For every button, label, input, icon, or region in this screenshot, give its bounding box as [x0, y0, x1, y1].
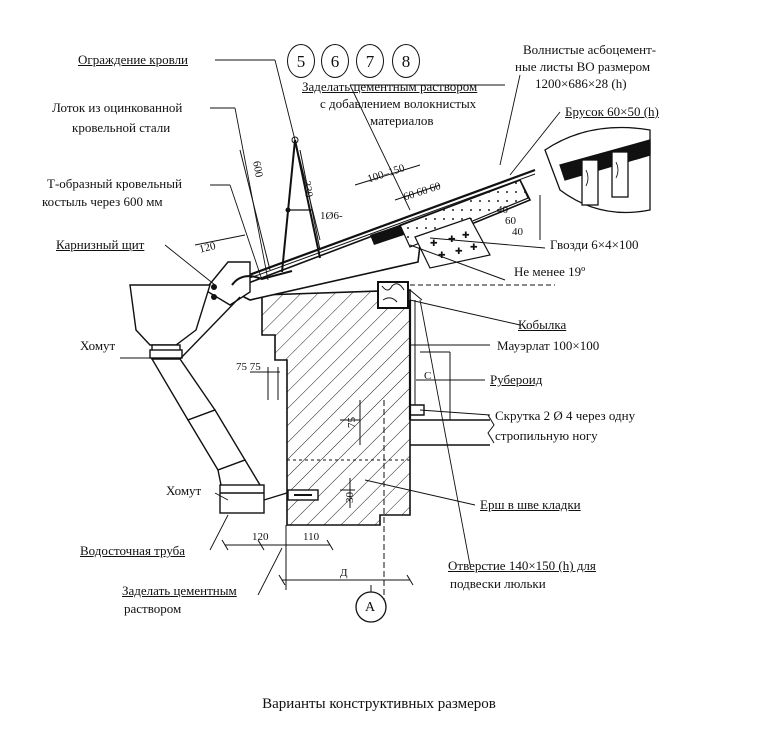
label-ruff: Ерш в шве кладки [480, 497, 581, 512]
dim-c: С [424, 370, 432, 382]
label-seal-fiber-line2: с добавлением волокнистых [320, 96, 477, 111]
bar-detail [544, 126, 651, 214]
label-nails: Гвозди 6×4×100 [550, 237, 639, 252]
figure-caption: Варианты конструктивных размеров [262, 696, 496, 712]
label-seal-fiber-line3: материалов [370, 113, 434, 128]
leader-lines [120, 59, 561, 596]
dim-110: 110 [303, 531, 320, 543]
label-bar: Брусок 60×50 (h) [565, 104, 659, 119]
label-crutch-line1: Т-образный кровельный [47, 176, 182, 191]
dim-d: Д [340, 567, 348, 579]
dim-40b: 40 [512, 226, 523, 238]
masonry-wall [261, 289, 411, 526]
label-gutter-line2: кровельной стали [72, 120, 171, 135]
dim-75-75: 75 75 [236, 361, 261, 373]
label-sheets-line1: Волнистые асбоцемент- [523, 42, 657, 57]
label-clamp-top: Хомут [80, 338, 116, 353]
dim-1o6: 1Ø6- [320, 210, 343, 222]
svg-text:✚: ✚ [438, 250, 446, 260]
label-seal-cement-line1: Заделать цементным [122, 583, 237, 598]
axis-marker-label: А [365, 600, 376, 615]
variant-circle-6: 6 [321, 44, 349, 78]
variant-circle-7: 7 [356, 44, 384, 78]
label-slope: Не менее 19º [514, 264, 586, 279]
dim-75: 75 [346, 417, 358, 428]
label-eaves-board: Карнизный щит [56, 237, 145, 252]
svg-text:✚: ✚ [448, 234, 456, 244]
label-seal-fiber-line1: Заделать цементным раствором [302, 79, 478, 94]
dimension-lines [194, 149, 555, 600]
dim-330: 330 [300, 180, 315, 199]
rafter-assembly: ✚✚✚ ✚✚✚ [227, 168, 536, 301]
label-hole-line1: Отверстие 140×150 (h) для [448, 558, 596, 573]
label-clamp-bottom: Хомут [166, 483, 202, 498]
floor-slab [410, 414, 495, 446]
svg-text:✚: ✚ [430, 238, 438, 248]
dim-40a: 40 [497, 204, 508, 216]
label-mauerlat: Мауэрлат 100×100 [497, 338, 600, 353]
svg-text:✚: ✚ [470, 242, 478, 252]
roof-fence [281, 136, 321, 273]
dim-120-bottom: 120 [252, 531, 269, 543]
downpipe [129, 284, 291, 514]
label-twist-line1: Скрутка 2 Ø 4 через одну [495, 408, 636, 423]
label-twist-line2: стропильную ногу [495, 428, 598, 443]
variant-circle-8: 8 [392, 44, 420, 78]
variant-circle-5: 5 [287, 44, 315, 78]
label-seal-cement-line2: раствором [124, 601, 182, 616]
label-gutter-line1: Лоток из оцинкованной [52, 100, 183, 115]
dim-600: 600 [250, 160, 265, 179]
label-sheets-line2: ные листы ВО размером [515, 59, 651, 74]
svg-text:✚: ✚ [455, 246, 463, 256]
eaves-board-and-gutter [203, 261, 293, 306]
label-crutch-line2: костыль через 600 мм [42, 194, 163, 209]
svg-text:✚: ✚ [462, 230, 470, 240]
label-ruberoid: Рубероид [490, 372, 543, 387]
label-hole-line2: подвески люльки [450, 576, 546, 591]
dim-30: 30 [344, 492, 356, 503]
label-roof-fence: Ограждение кровли [78, 52, 189, 67]
label-sheets-line3: 1200×686×28 (h) [535, 76, 627, 91]
label-kobylka: Кобылка [518, 317, 567, 332]
label-drain-pipe: Водосточная труба [80, 543, 186, 558]
mauerlat-beam [377, 281, 409, 309]
dim-60: 60 [505, 215, 516, 227]
